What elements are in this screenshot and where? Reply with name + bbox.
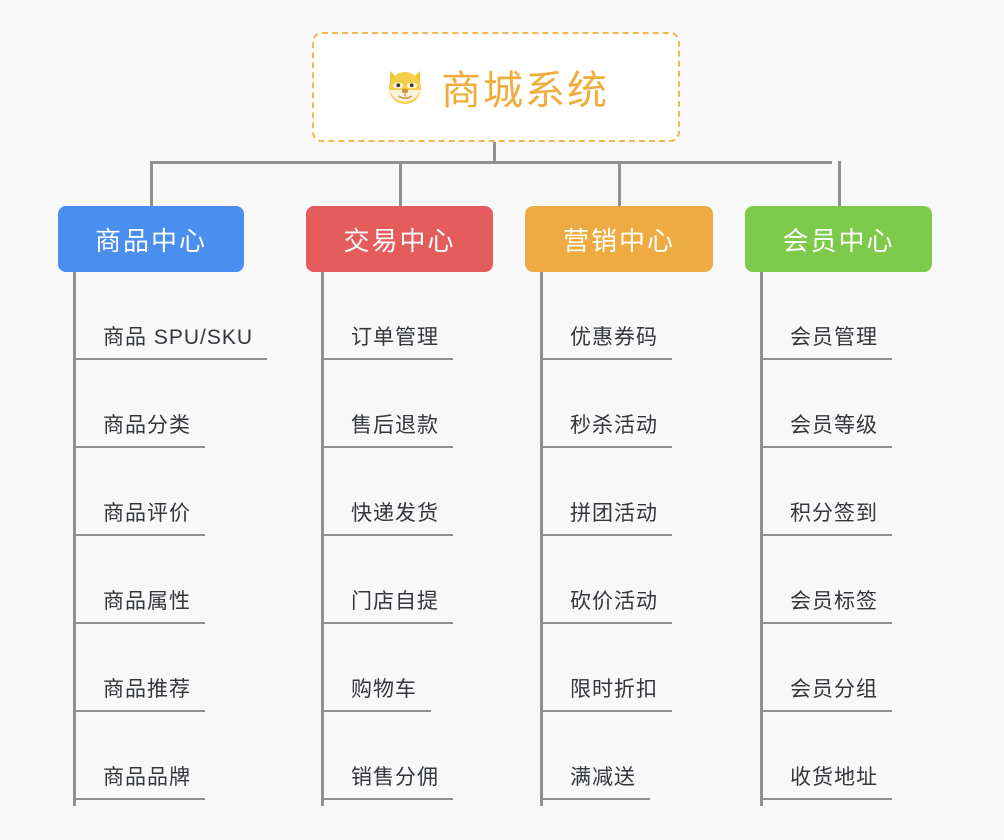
leaf-item[interactable]: 收货地址 (760, 712, 892, 800)
connector-horizontal-bus (150, 161, 832, 164)
leaf-item[interactable]: 积分签到 (760, 448, 892, 536)
category-header-4[interactable]: 会员中心 (745, 206, 932, 272)
leaf-item[interactable]: 会员管理 (760, 272, 892, 360)
leaf-item[interactable]: 快递发货 (321, 448, 453, 536)
category-spine-3 (540, 272, 543, 806)
connector-drop-商品中心 (150, 161, 153, 206)
leaf-item-label: 商品 SPU/SKU (73, 321, 268, 360)
leaf-item-label: 会员等级 (760, 409, 892, 448)
leaf-item-label: 销售分佣 (321, 761, 453, 800)
leaf-item-label: 拼团活动 (540, 497, 672, 536)
category-spine-2 (321, 272, 324, 806)
leaf-item-label: 售后退款 (321, 409, 453, 448)
leaf-list-4: 会员管理会员等级积分签到会员标签会员分组收货地址 (760, 272, 892, 800)
leaf-list-3: 优惠券码秒杀活动拼团活动砍价活动限时折扣满减送 (540, 272, 672, 800)
category-header-3[interactable]: 营销中心 (525, 206, 713, 272)
category-header-2[interactable]: 交易中心 (306, 206, 493, 272)
leaf-item[interactable]: 砍价活动 (540, 536, 672, 624)
category-column-2: 交易中心订单管理售后退款快递发货门店自提购物车销售分佣 (306, 206, 493, 806)
leaf-item-label: 优惠券码 (540, 321, 672, 360)
leaf-item[interactable]: 购物车 (321, 624, 453, 712)
connector-drop-营销中心 (618, 161, 621, 206)
leaf-item-label: 购物车 (321, 673, 431, 712)
leaf-item[interactable]: 拼团活动 (540, 448, 672, 536)
category-label: 商品中心 (94, 225, 207, 256)
category-label: 会员中心 (782, 225, 895, 256)
leaf-item-label: 秒杀活动 (540, 409, 672, 448)
root-node[interactable]: 商城系统 (312, 32, 680, 142)
leaf-item-label: 商品推荐 (73, 673, 205, 712)
leaf-item-label: 会员分组 (760, 673, 892, 712)
leaf-item-label: 门店自提 (321, 585, 453, 624)
category-spine-4 (760, 272, 763, 806)
category-column-1: 商品中心商品 SPU/SKU 商品分类商品评价商品属性商品推荐商品品牌 (58, 206, 268, 806)
leaf-item-label: 积分签到 (760, 497, 892, 536)
leaf-item-label: 商品评价 (73, 497, 205, 536)
leaf-item[interactable]: 优惠券码 (540, 272, 672, 360)
category-column-3: 营销中心优惠券码秒杀活动拼团活动砍价活动限时折扣满减送 (525, 206, 713, 806)
category-column-4: 会员中心会员管理会员等级积分签到会员标签会员分组收货地址 (745, 206, 932, 806)
leaf-item[interactable]: 会员标签 (760, 536, 892, 624)
leaf-item-label: 订单管理 (321, 321, 453, 360)
category-label: 营销中心 (562, 225, 675, 256)
leaf-item-label: 砍价活动 (540, 585, 672, 624)
leaf-item[interactable]: 会员分组 (760, 624, 892, 712)
leaf-item[interactable]: 商品属性 (73, 536, 267, 624)
leaf-list-1: 商品 SPU/SKU 商品分类商品评价商品属性商品推荐商品品牌 (73, 272, 268, 800)
connector-root-stem (493, 142, 496, 163)
leaf-item[interactable]: 商品品牌 (73, 712, 267, 800)
leaf-item[interactable]: 限时折扣 (540, 624, 672, 712)
leaf-item-label: 商品品牌 (73, 761, 205, 800)
leaf-item[interactable]: 商品 SPU/SKU (73, 272, 268, 360)
shiba-inu-dog-face-icon (383, 65, 427, 109)
leaf-item[interactable]: 售后退款 (321, 360, 453, 448)
root-title: 商城系统 (441, 69, 609, 113)
leaf-item[interactable]: 门店自提 (321, 536, 453, 624)
leaf-item[interactable]: 商品评价 (73, 448, 267, 536)
leaf-item-label: 限时折扣 (540, 673, 672, 712)
leaf-item[interactable]: 会员等级 (760, 360, 892, 448)
leaf-item[interactable]: 商品分类 (73, 360, 267, 448)
category-label: 交易中心 (343, 225, 456, 256)
leaf-item[interactable]: 销售分佣 (321, 712, 453, 800)
leaf-item[interactable]: 商品推荐 (73, 624, 267, 712)
leaf-item[interactable]: 满减送 (540, 712, 672, 800)
leaf-item-label: 快递发货 (321, 497, 453, 536)
leaf-item[interactable]: 订单管理 (321, 272, 453, 360)
leaf-item-label: 收货地址 (760, 761, 892, 800)
leaf-item-label: 商品分类 (73, 409, 205, 448)
category-spine-1 (73, 272, 76, 806)
leaf-item-label: 会员标签 (760, 585, 892, 624)
connector-drop-会员中心 (838, 161, 841, 206)
leaf-list-2: 订单管理售后退款快递发货门店自提购物车销售分佣 (321, 272, 453, 800)
leaf-item-label: 满减送 (540, 761, 650, 800)
leaf-item[interactable]: 秒杀活动 (540, 360, 672, 448)
category-header-1[interactable]: 商品中心 (58, 206, 244, 272)
leaf-item-label: 商品属性 (73, 585, 205, 624)
connector-drop-交易中心 (399, 161, 402, 206)
leaf-item-label: 会员管理 (760, 321, 892, 360)
